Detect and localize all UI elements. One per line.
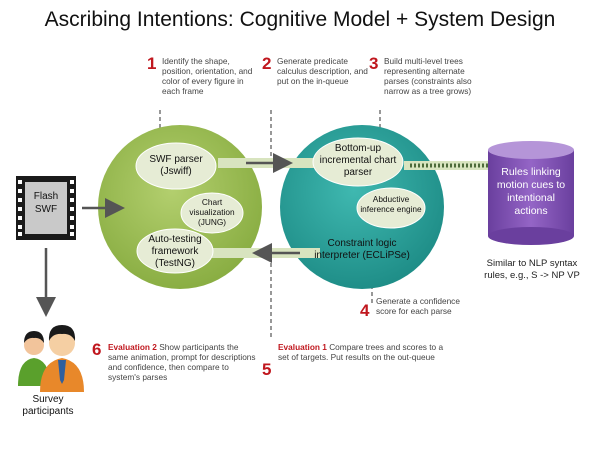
step-5-number: 5: [262, 360, 272, 379]
step-2-number: 2: [262, 54, 272, 73]
step-4-number: 4: [360, 301, 370, 320]
evaluation-2-text: Show participants the same animation, pr…: [108, 342, 256, 382]
film-strip-icon: [16, 176, 76, 240]
chart-parser-node: [312, 137, 404, 187]
chart-visualization-label: Chart visualization (JUNG): [189, 197, 235, 227]
swf-label: SWF: [34, 204, 58, 215]
step-1-number: 1: [147, 54, 157, 73]
evaluation-1-label: Evaluation 1: [278, 342, 327, 352]
step-6-number: 6: [92, 340, 102, 359]
flash-swf-label: Flash SWF: [25, 190, 67, 216]
swf-parser-label: SWF parser (Jswiff): [149, 154, 203, 177]
constraint-interpreter-label: Constraint logic interpreter (ECLiPSe): [314, 238, 410, 261]
page-title: Ascribing Intentions: Cognitive Model + …: [44, 8, 556, 31]
step-1-note: Identify the shape, position, orientatio…: [162, 56, 253, 96]
chart-parser-label: Bottom-up incremental chart parser: [319, 143, 397, 178]
step-4-note: Generate a confidence score for each par…: [376, 296, 460, 316]
swf-parser-node: [135, 142, 217, 190]
abductive-engine-node: [356, 187, 426, 229]
step-3-note: Build multi-level trees representing alt…: [384, 56, 472, 96]
nlp-similarity-note: Similar to NLP syntax rules, e.g., S -> …: [484, 258, 580, 281]
auto-testing-label: Auto-testing framework (TestNG): [148, 234, 202, 269]
rules-database-label: Rules linking motion cues to intentional…: [496, 166, 566, 217]
flash-label: Flash: [33, 191, 59, 202]
evaluation-1-text: Compare trees and scores to a set of tar…: [278, 342, 444, 362]
survey-participants-icon: [18, 325, 84, 392]
auto-testing-node: [136, 228, 214, 274]
step-5-note: Evaluation 1 Compare trees and scores to…: [278, 342, 450, 362]
chart-visualization-node: [180, 192, 244, 234]
step-3-number: 3: [369, 54, 379, 73]
evaluation-2-label: Evaluation 2: [108, 342, 157, 352]
abductive-engine-label: Abductive inference engine: [360, 194, 422, 214]
step-6-note: Evaluation 2 Show participants the same …: [108, 342, 256, 382]
rules-database-cylinder: [488, 141, 574, 245]
survey-participants-label: Survey participants: [22, 394, 74, 417]
step-2-note: Generate predicate calculus description,…: [277, 56, 368, 86]
